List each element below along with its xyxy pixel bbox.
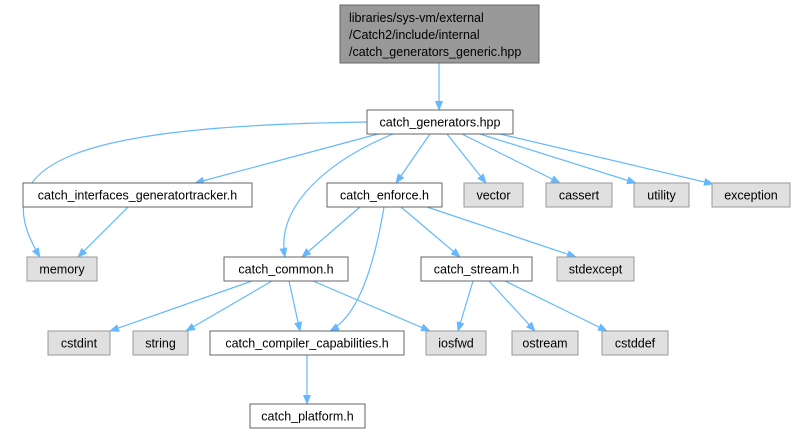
node-box (26, 256, 98, 282)
edge-catch_stream-to-ostream (488, 280, 536, 332)
node-label: catch_platform.h (261, 410, 353, 424)
node-box (366, 109, 514, 135)
edge-catch_enforce-to-catch_stream (400, 206, 461, 258)
node-catch-enforce[interactable]: catch_enforce.h (326, 182, 443, 208)
node-catch-generators[interactable]: catch_generators.hpp (366, 109, 514, 135)
node-iosfwd: iosfwd (425, 330, 487, 356)
node-label: /Catch2/include/internal (349, 28, 480, 42)
node-label: catch_common.h (238, 263, 333, 277)
node-box (249, 403, 366, 429)
node-exception: exception (711, 182, 791, 208)
node-label: string (145, 337, 176, 351)
edge-catch_interfaces_generatortracker-to-memory (77, 206, 129, 258)
node-string: string (132, 330, 189, 356)
edge-catch_common-to-cstdint (109, 280, 253, 332)
node-vector: vector (463, 182, 524, 208)
node-box (209, 330, 405, 356)
edge-catch_enforce-to-catch_compiler_capabilities (329, 206, 385, 332)
node-box (633, 182, 690, 208)
node-label: /catch_generators_generic.hpp (349, 45, 521, 59)
node-catch-common[interactable]: catch_common.h (223, 256, 349, 282)
node-catch-platform[interactable]: catch_platform.h (249, 403, 366, 429)
node-box (223, 256, 349, 282)
node-label: cstddef (615, 337, 656, 351)
edge-catch_common-to-string (185, 280, 273, 332)
node-box (601, 330, 669, 356)
edge-catch_common-to-catch_compiler_capabilities (288, 280, 302, 332)
node-ostream: ostream (511, 330, 579, 356)
edge-catch_generators-to-catch_interfaces_generatortracker (194, 133, 379, 185)
nodes-layer: libraries/sys-vm/external/Catch2/include… (22, 4, 791, 429)
edge-catch_generators-to-catch_common (279, 133, 394, 258)
node-box (463, 182, 524, 208)
node-label: catch_compiler_capabilities.h (225, 337, 388, 351)
edge-catch_generators-to-memory (22, 121, 368, 258)
node-catch-stream[interactable]: catch_stream.h (420, 256, 533, 282)
node-utility: utility (633, 182, 690, 208)
node-box (132, 330, 189, 356)
node-label: catch_interfaces_generatortracker.h (38, 189, 237, 203)
node-cstdint: cstdint (47, 330, 111, 356)
node-box (47, 330, 111, 356)
node-box (511, 330, 579, 356)
edge-catch_generators-to-exception (499, 133, 714, 186)
node-catch-interfaces-generatortracker[interactable]: catch_interfaces_generatortracker.h (22, 182, 253, 208)
node-label: iosfwd (438, 337, 473, 351)
edge-catch_stream-to-cstddef (504, 280, 608, 332)
edge-catch_enforce-to-catch_common (301, 206, 361, 258)
node-label: catch_enforce.h (340, 189, 429, 203)
node-label: exception (724, 189, 778, 203)
node-box (326, 182, 443, 208)
node-label: catch_generators.hpp (380, 116, 501, 130)
edge-catch_generators-to-catch_enforce (395, 133, 431, 184)
node-label: libraries/sys-vm/external (349, 11, 484, 25)
node-label: ostream (522, 337, 567, 351)
node-box (22, 182, 253, 208)
edge-catch_common-to-iosfwd (312, 280, 431, 332)
node-box (425, 330, 487, 356)
node-label: utility (647, 189, 676, 203)
node-cassert: cassert (545, 182, 613, 208)
node-cstddef: cstddef (601, 330, 669, 356)
node-box (711, 182, 791, 208)
node-catch-compiler-capabilities[interactable]: catch_compiler_capabilities.h (209, 330, 405, 356)
node-box (556, 256, 635, 282)
node-root[interactable]: libraries/sys-vm/external/Catch2/include… (339, 4, 540, 64)
edge-catch_generators-to-vector (446, 133, 487, 184)
edge-catch_generators-to-cassert (461, 133, 561, 184)
node-box (420, 256, 533, 282)
node-label: vector (476, 189, 510, 203)
node-box (545, 182, 613, 208)
node-stdexcept: stdexcept (556, 256, 635, 282)
node-memory: memory (26, 256, 98, 282)
node-label: cassert (559, 189, 600, 203)
edge-catch_stream-to-iosfwd (456, 280, 474, 332)
node-label: memory (39, 263, 85, 277)
edges-layer (22, 63, 714, 405)
node-label: cstdint (61, 337, 98, 351)
edge-catch_generators-to-utility (479, 133, 637, 185)
edge-catch_enforce-to-stdexcept (426, 206, 577, 258)
node-box (339, 4, 540, 64)
node-label: stdexcept (569, 263, 623, 277)
node-label: catch_stream.h (434, 263, 520, 277)
